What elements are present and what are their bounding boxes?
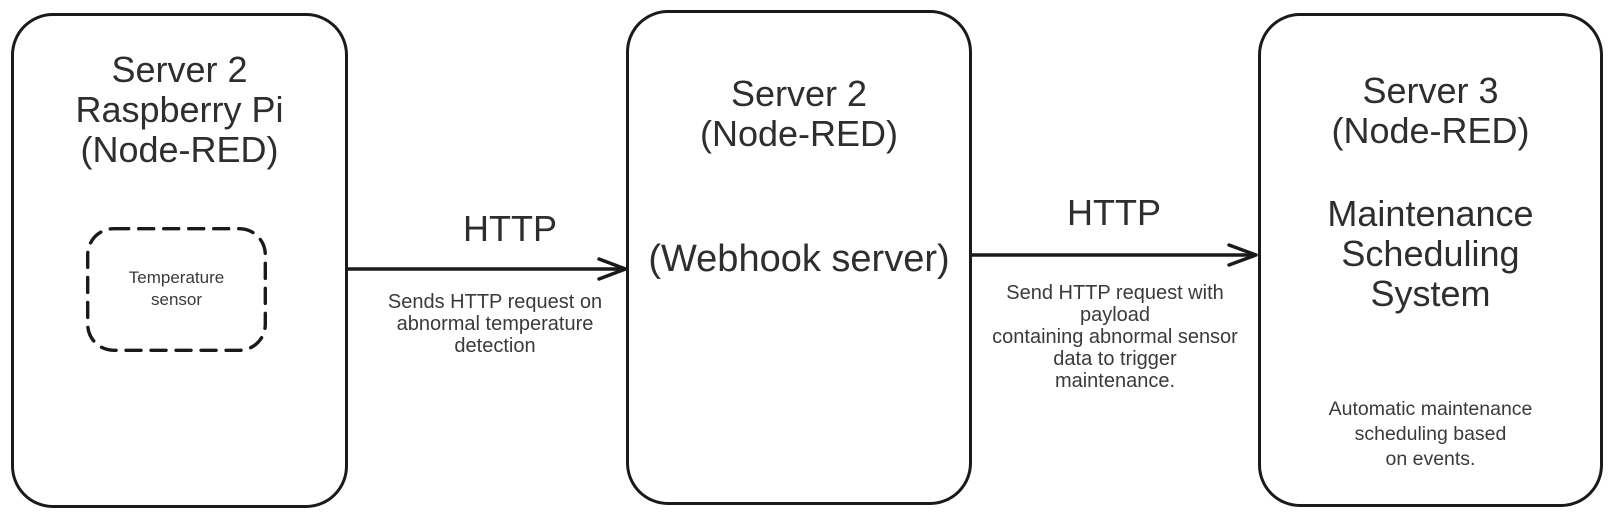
node2-title-line: Server 2 [730, 73, 868, 114]
dashed-border [86, 227, 267, 352]
http-arrow-2 [970, 243, 1258, 267]
node1-title-line: Raspberry Pi [75, 89, 284, 130]
edge-description-line: Send HTTP request with payload [1006, 282, 1224, 326]
maintenance-system-name: Maintenance Scheduling System [1261, 194, 1600, 314]
node3-description-line: on events. [1385, 448, 1476, 470]
edge-description-line: detection [454, 335, 536, 357]
system-name-line: System [1370, 273, 1491, 314]
node3-description: Automatic maintenance scheduling based o… [1261, 397, 1600, 472]
edge-label-http-1: HTTP [463, 208, 557, 249]
node-server2-raspberry-pi: Server 2 Raspberry Pi (Node-RED) Tempera… [11, 13, 348, 508]
temperature-sensor-label: Temperature sensor [86, 267, 267, 311]
webhook-server-subtitle: (Webhook server) [648, 238, 950, 280]
node3-description-line: Automatic maintenance [1328, 398, 1533, 420]
edge-description-line: data to trigger [1053, 348, 1177, 370]
sensor-label-line: sensor [150, 290, 203, 309]
system-name-line: Maintenance [1327, 193, 1534, 234]
edge-description-line: Sends HTTP request on [387, 291, 603, 313]
edge-label-http-2: HTTP [1067, 192, 1161, 233]
edge-description-line: abnormal temperature [396, 313, 594, 335]
sensor-label-line: Temperature [128, 268, 225, 287]
edge-description-line: containing abnormal sensor [992, 326, 1238, 348]
temperature-sensor-box: Temperature sensor [86, 227, 267, 352]
node1-title-line: Server 2 [111, 49, 248, 90]
http-arrow-1 [346, 257, 628, 281]
node3-title-line: Server 3 [1362, 70, 1499, 111]
edge-description-line: maintenance. [1054, 370, 1176, 392]
node1-title-line: (Node-RED) [80, 129, 279, 170]
node-server2-webhook: Server 2 (Node-RED) (Webhook server) [626, 10, 972, 505]
node2-title-line: (Node-RED) [699, 113, 899, 154]
edge-description-1: Sends HTTP request on abnormal temperatu… [355, 291, 635, 357]
node3-description-line: scheduling based [1354, 423, 1507, 445]
system-name-line: Scheduling [1341, 233, 1520, 274]
node3-title: Server 3 (Node-RED) [1261, 71, 1600, 151]
node-server3-maintenance: Server 3 (Node-RED) Maintenance Scheduli… [1258, 13, 1603, 507]
node1-title: Server 2 Raspberry Pi (Node-RED) [14, 50, 345, 170]
node3-title-line: (Node-RED) [1331, 110, 1530, 151]
node2-title: Server 2 (Node-RED) [629, 74, 969, 154]
edge-description-2: Send HTTP request with payload containin… [973, 282, 1257, 392]
